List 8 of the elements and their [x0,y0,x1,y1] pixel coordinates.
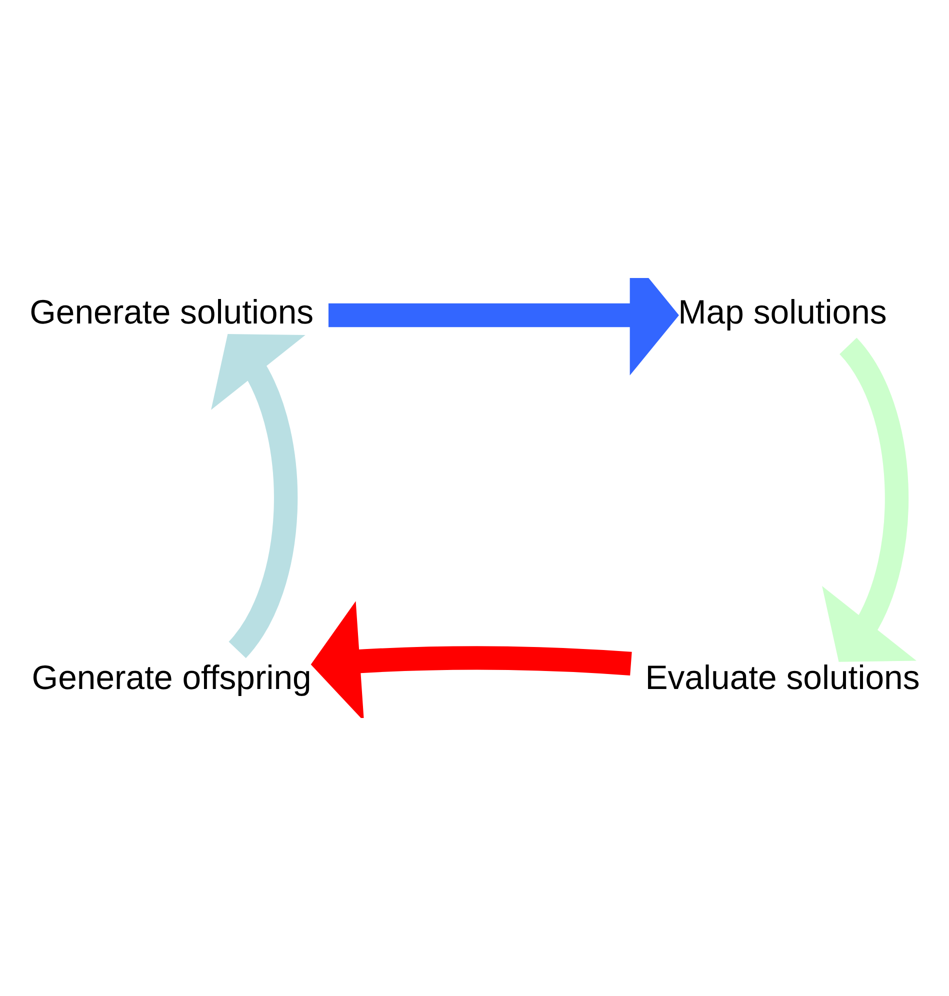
arrow [310,601,632,718]
node-text: Map solutions [678,294,887,332]
node-text: Evaluate solutions [645,659,920,698]
node-text: Generate offspring [32,659,312,698]
arrow [328,278,679,376]
arrow [822,338,916,662]
arrow [211,334,306,658]
node-text: Generate solutions [30,294,314,332]
